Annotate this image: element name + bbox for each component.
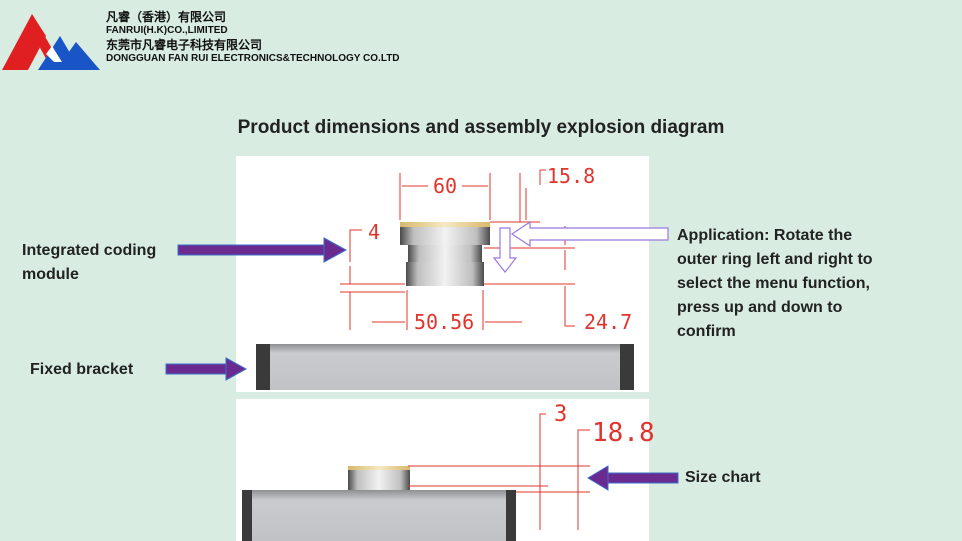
label-integrated-module: Integrated coding module: [22, 242, 157, 283]
bracket-top: [256, 344, 634, 390]
arrow-bracket-icon: [165, 357, 248, 381]
arrow-size-chart-icon: [587, 465, 679, 491]
dimension-lines-top: [340, 169, 575, 330]
rotate-arrow-icon: [510, 220, 669, 248]
dongguan-name-cn: 东莞市凡睿电子科技有限公司: [106, 38, 263, 52]
dim-total-height: 24.7: [584, 310, 633, 334]
label-fixed-bracket: Fixed bracket: [30, 361, 134, 378]
dim-top-height: 15.8: [547, 164, 596, 188]
company-header: 凡睿（香港）有限公司 FANRUI(H.K)CO.,LIMITED 东莞市凡睿电…: [106, 10, 400, 66]
encoder-knob: [400, 222, 490, 286]
fanrui-logo: [2, 14, 100, 70]
dim-ring-height: 4: [368, 220, 381, 244]
bracket-bottom: [242, 490, 516, 541]
dongguan-name-en: DONGGUAN FAN RUI ELECTRONICS&TECHNOLOGY …: [106, 53, 400, 64]
company-name-en: FANRUI(H.K)CO.,LIMITED: [106, 25, 228, 36]
press-arrow-icon: [492, 227, 518, 273]
label-application: Application: Rotate the outer ring left …: [677, 227, 873, 340]
dim-lower-step: 3: [554, 402, 568, 427]
encoder-knob-mounted: [348, 466, 410, 490]
dim-top-width: 60: [433, 174, 458, 198]
arrow-module-icon: [177, 237, 348, 263]
dim-bottom-width: 50.56: [414, 310, 475, 334]
dim-lower-height: 18.8: [592, 418, 655, 448]
company-name-cn: 凡睿（香港）有限公司: [106, 10, 227, 24]
dimension-lines-bottom: [408, 413, 590, 530]
page-title: Product dimensions and assembly explosio…: [237, 117, 725, 138]
label-size-chart: Size chart: [685, 469, 761, 486]
